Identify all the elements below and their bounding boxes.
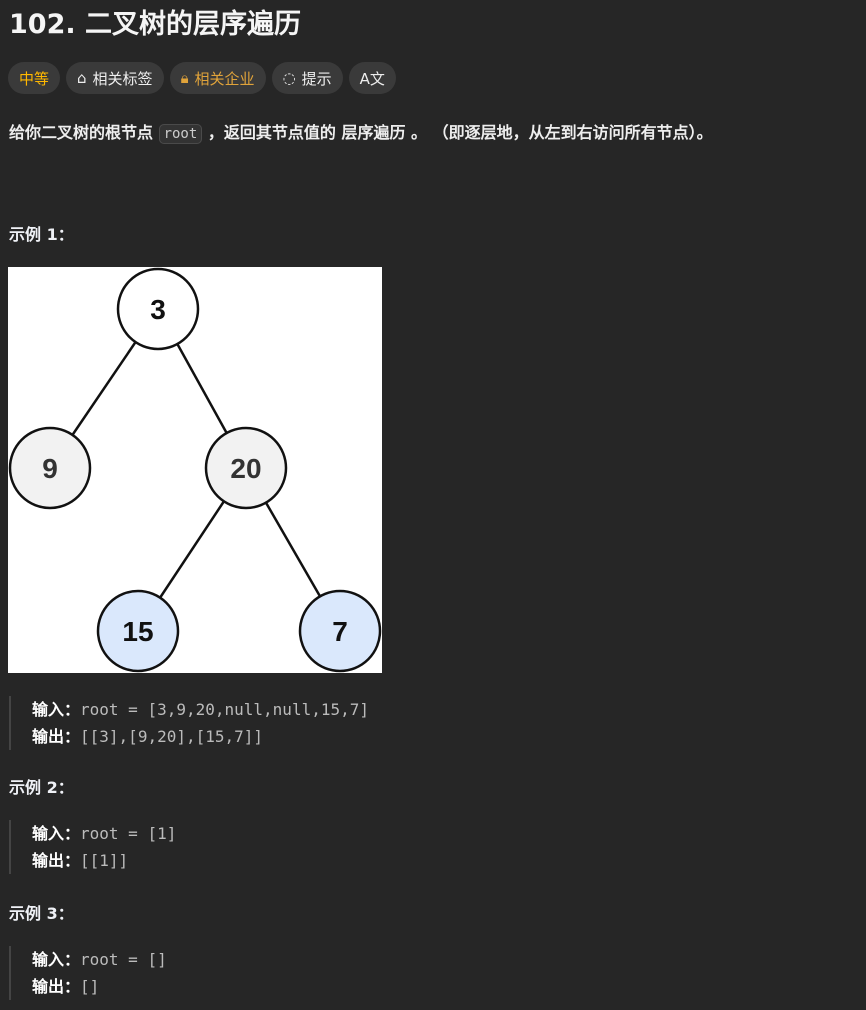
input-value: root = [3,9,20,null,null,15,7] <box>80 700 369 719</box>
tree-diagram: 3 9 20 15 7 <box>8 267 382 673</box>
output-label: 输出： <box>32 977 81 996</box>
output-label: 输出： <box>32 851 81 870</box>
example-3-title: 示例 3： <box>9 904 74 923</box>
tags-label: 相关标签 <box>92 69 153 88</box>
problem-title: 102. 二叉树的层序遍历 <box>9 9 302 40</box>
output-label: 输出： <box>32 727 81 746</box>
difficulty-badge: 中等 <box>8 62 61 94</box>
example-1-block: 输入：root = [3,9,20,null,null,15,7] 输出：[[3… <box>9 696 369 750</box>
tree-node: 3 <box>150 294 166 325</box>
hint-button[interactable]: ◌ 提示 <box>271 62 343 94</box>
tree-node: 7 <box>332 616 348 647</box>
example-2-title: 示例 2： <box>9 778 74 797</box>
desc-text: 给你二叉树的根节点 <box>9 123 159 142</box>
inline-code: root <box>158 124 203 144</box>
input-value: root = [1] <box>80 824 177 843</box>
problem-description: 给你二叉树的根节点 root ，返回其节点值的 层序遍历 。 （即逐层地，从左到… <box>9 119 713 144</box>
output-value: [[3],[9,20],[15,7]] <box>80 727 264 746</box>
example-3-block: 输入：root = [] 输出：[] <box>9 946 167 1000</box>
translate-icon: A文 <box>359 69 385 88</box>
chip-bar: 中等 ⌂ 相关标签 🔒︎ 相关企业 ◌ 提示 A文 <box>8 62 396 94</box>
translate-button[interactable]: A文 <box>348 62 396 94</box>
companies-label: 相关企业 <box>194 69 255 88</box>
hint-label: 提示 <box>301 69 332 88</box>
example-2-block: 输入：root = [1] 输出：[[1]] <box>9 820 176 874</box>
output-value: [[1]] <box>80 851 129 870</box>
desc-text: ，返回其节点值的 <box>202 123 342 142</box>
lock-icon: 🔒︎ <box>180 69 189 87</box>
input-label: 输入： <box>32 824 81 843</box>
input-value: root = [] <box>80 950 167 969</box>
tree-node: 9 <box>42 453 58 484</box>
desc-bold: 层序遍历 <box>341 123 406 142</box>
tree-node: 20 <box>230 453 261 484</box>
input-label: 输入： <box>32 950 81 969</box>
desc-text: 。 （即逐层地，从左到右访问所有节点）。 <box>405 123 713 142</box>
difficulty-label: 中等 <box>19 69 50 88</box>
tags-button[interactable]: ⌂ 相关标签 <box>66 62 164 94</box>
output-value: [] <box>80 977 100 996</box>
lightbulb-icon: ◌ <box>282 69 296 87</box>
tree-node: 15 <box>122 616 153 647</box>
input-label: 输入： <box>32 700 81 719</box>
example-1-title: 示例 1： <box>9 225 74 244</box>
tag-icon: ⌂ <box>77 69 87 87</box>
companies-button[interactable]: 🔒︎ 相关企业 <box>169 62 266 94</box>
